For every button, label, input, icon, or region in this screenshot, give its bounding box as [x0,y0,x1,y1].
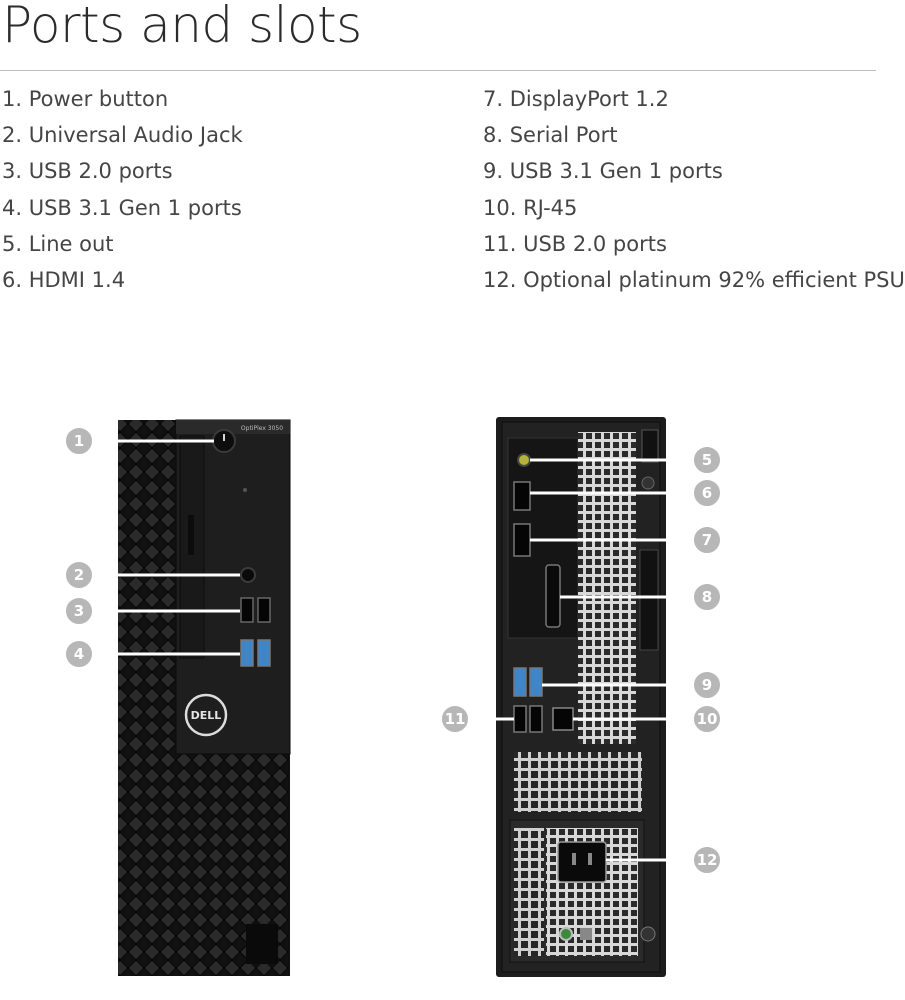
callout-6: 6 [692,478,722,508]
list-item: 12. Optional platinum 92% efficient PSU [483,267,905,292]
callout-3: 3 [64,596,94,626]
model-label: OptiPlex 3050 [241,425,283,432]
callout-8: 8 [692,582,722,612]
callout-5: 5 [692,445,722,475]
front-chassis: OptiPlex 3050 DELL [118,419,291,976]
svg-text:4: 4 [74,645,84,663]
page-title: Ports and slots [2,0,362,54]
dell-logo: DELL [191,709,222,722]
line-out-icon [517,453,531,467]
callout-10: 10 [692,704,722,734]
list-item: 2. Universal Audio Jack [2,123,243,148]
rear-chassis [496,417,666,977]
title-divider [0,70,876,71]
callout-2: 2 [64,560,94,590]
list-item: 1. Power button [2,87,169,111]
ports-list-left: 1. Power button 2. Universal Audio Jack … [2,86,243,303]
svg-text:6: 6 [702,484,712,502]
ports-list-right: 7. DisplayPort 1.2 8. Serial Port 9. USB… [483,86,905,303]
svg-text:2: 2 [74,566,84,584]
svg-text:9: 9 [702,676,712,694]
power-socket-icon [557,841,607,883]
svg-text:7: 7 [702,531,712,549]
callout-4: 4 [64,639,94,669]
callout-11: 11 [440,704,470,734]
list-item: 10. RJ-45 [483,195,578,220]
svg-text:1: 1 [74,432,84,450]
svg-text:3: 3 [74,602,84,620]
svg-text:11: 11 [445,710,466,728]
svg-text:12: 12 [697,851,718,869]
list-item: 9. USB 3.1 Gen 1 ports [483,159,723,184]
svg-text:5: 5 [702,451,712,469]
list-item: 7. DisplayPort 1.2 [483,87,669,111]
audio-jack-icon [240,567,256,583]
list-item: 8. Serial Port [483,123,618,148]
computer-illustration: OptiPlex 3050 DELL 1 2 3 4 [64,417,722,977]
list-item: 5. Line out [2,231,114,256]
callout-9: 9 [692,670,722,700]
svg-text:10: 10 [697,710,718,728]
list-item: 4. USB 3.1 Gen 1 ports [2,195,242,220]
svg-text:8: 8 [702,588,712,606]
callout-7: 7 [692,525,722,555]
list-item: 11. USB 2.0 ports [483,231,667,256]
list-item: 6. HDMI 1.4 [2,267,126,292]
list-item: 3. USB 2.0 ports [2,159,173,184]
callout-1: 1 [64,426,94,456]
callout-12: 12 [692,845,722,875]
